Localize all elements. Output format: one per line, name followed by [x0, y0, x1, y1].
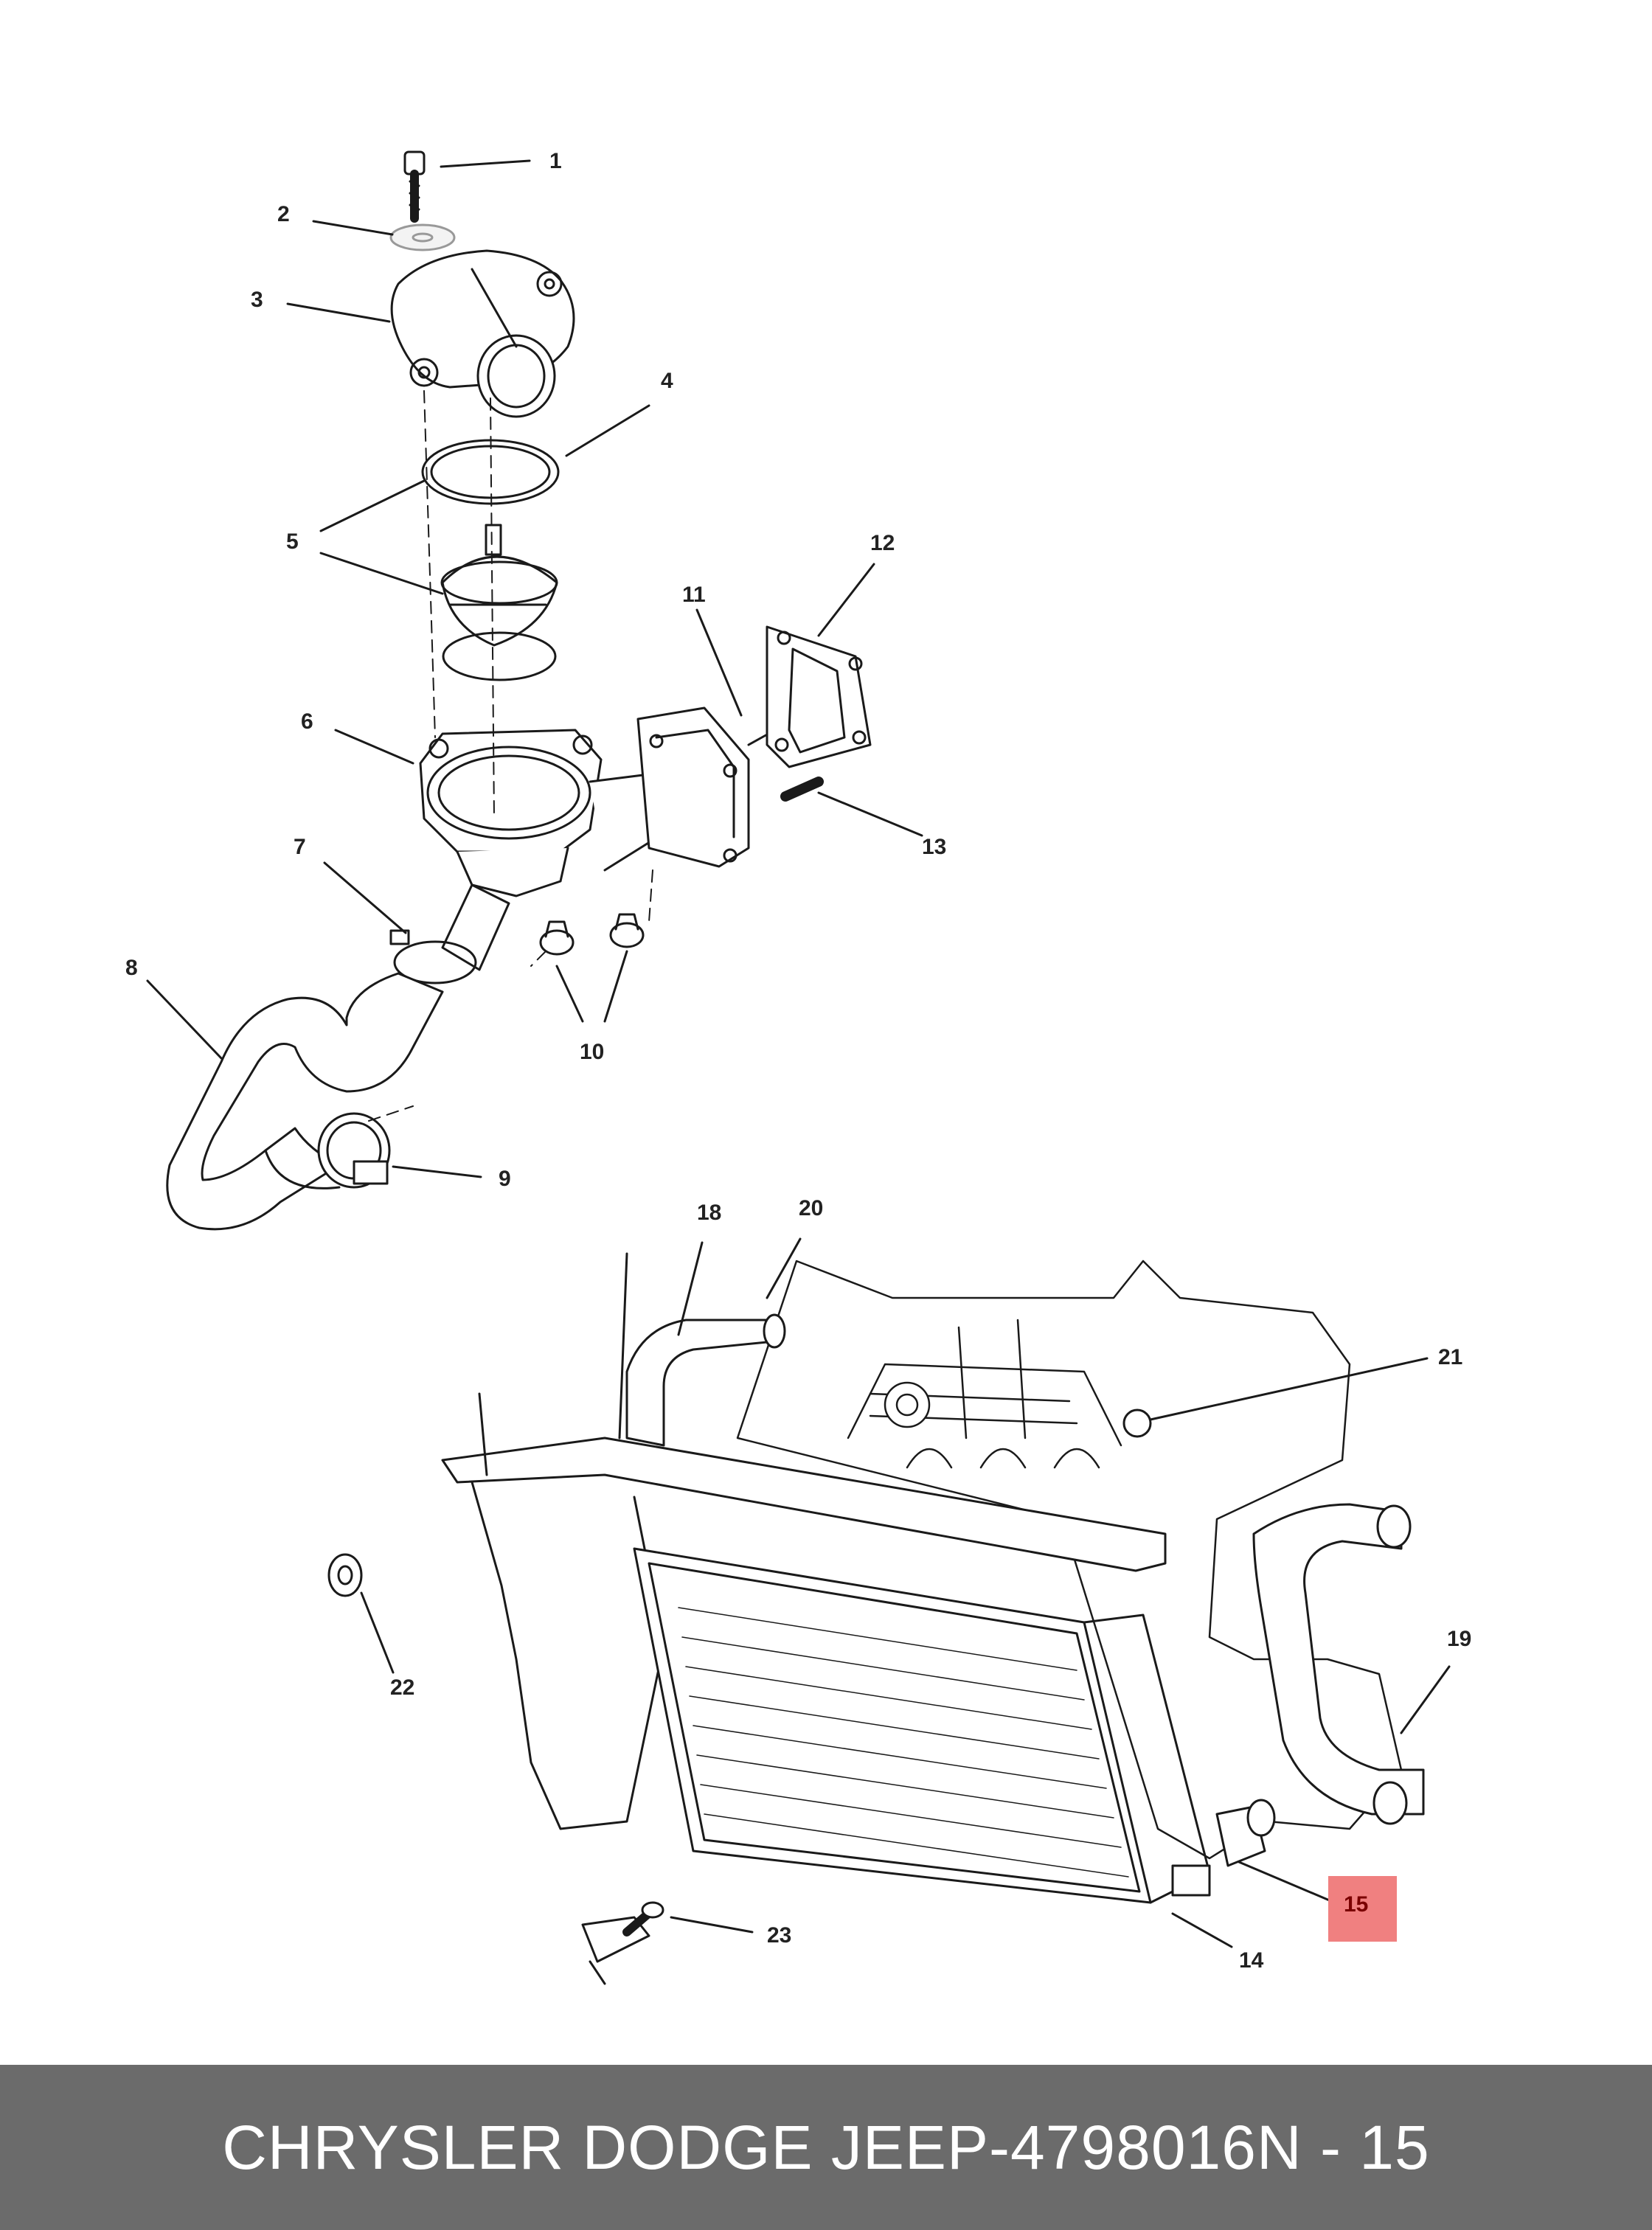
callout-21: 21 — [1438, 1345, 1462, 1369]
clip-part-10 — [539, 913, 645, 956]
hose-clamp-part-9 — [317, 1112, 391, 1189]
callout-1: 1 — [549, 149, 562, 173]
callout-13: 13 — [922, 835, 946, 859]
engine-block — [736, 1260, 1403, 1860]
thermostat-part-5 — [440, 524, 558, 681]
o-ring-part-4 — [421, 439, 560, 505]
bolt-part-1 — [403, 150, 426, 223]
callout-23: 23 — [767, 1923, 791, 1948]
washer-part-2 — [389, 223, 456, 251]
highlight-box — [1328, 1876, 1397, 1942]
radiator-part-14 — [633, 1547, 1211, 1904]
clamp-part-20 — [763, 1313, 786, 1349]
separator-text: - — [988, 2112, 1010, 2182]
clamp-part-7 — [389, 883, 510, 984]
fitting-part-21 — [1122, 1408, 1152, 1438]
radiator-hose-part-8 — [166, 972, 444, 1231]
callout-19: 19 — [1447, 1627, 1471, 1651]
callout-11: 11 — [682, 583, 706, 607]
lower-hose-part-19 — [1252, 1503, 1425, 1816]
page-reference: N - 15 — [1256, 2112, 1430, 2182]
callout-2: 2 — [277, 202, 290, 226]
callout-7: 7 — [294, 835, 306, 859]
callout-12: 12 — [870, 531, 895, 555]
callout-5: 5 — [286, 529, 299, 554]
thermostat-housing-part-3 — [390, 249, 575, 418]
callout-3: 3 — [251, 288, 263, 312]
callout-15: 15 — [1344, 1892, 1368, 1917]
stud-part-13 — [780, 777, 824, 802]
callout-4: 4 — [661, 369, 673, 393]
callout-10: 10 — [580, 1040, 604, 1064]
flange-part-11 — [636, 706, 783, 868]
callout-8: 8 — [125, 956, 138, 980]
gasket-part-12 — [766, 625, 872, 768]
callout-20: 20 — [799, 1196, 823, 1220]
housing-base-part-6 — [419, 729, 665, 897]
callout-9: 9 — [499, 1167, 511, 1191]
callout-14: 14 — [1239, 1948, 1264, 1973]
callout-18: 18 — [697, 1201, 721, 1225]
outlet-fitting-part-15 — [1215, 1799, 1276, 1867]
grommet-part-22 — [327, 1553, 363, 1597]
footer-bar: CHRYSLER DODGE JEEP - 4798016 N - 15 — [0, 2065, 1652, 2230]
screw-part-23 — [581, 1901, 664, 1985]
highlighted-callout-15[interactable]: 15 — [1328, 1876, 1397, 1942]
part-number: 4798016 — [1010, 2112, 1257, 2182]
brand-text: CHRYSLER DODGE JEEP — [222, 2112, 989, 2182]
callout-22: 22 — [390, 1675, 414, 1700]
parts-diagram: 1 2 3 4 5 6 7 8 9 10 11 12 13 14 15 18 1… — [125, 149, 1471, 1985]
footer-caption: CHRYSLER DODGE JEEP - 4798016 N - 15 — [0, 2065, 1652, 2230]
callout-6: 6 — [301, 709, 313, 734]
